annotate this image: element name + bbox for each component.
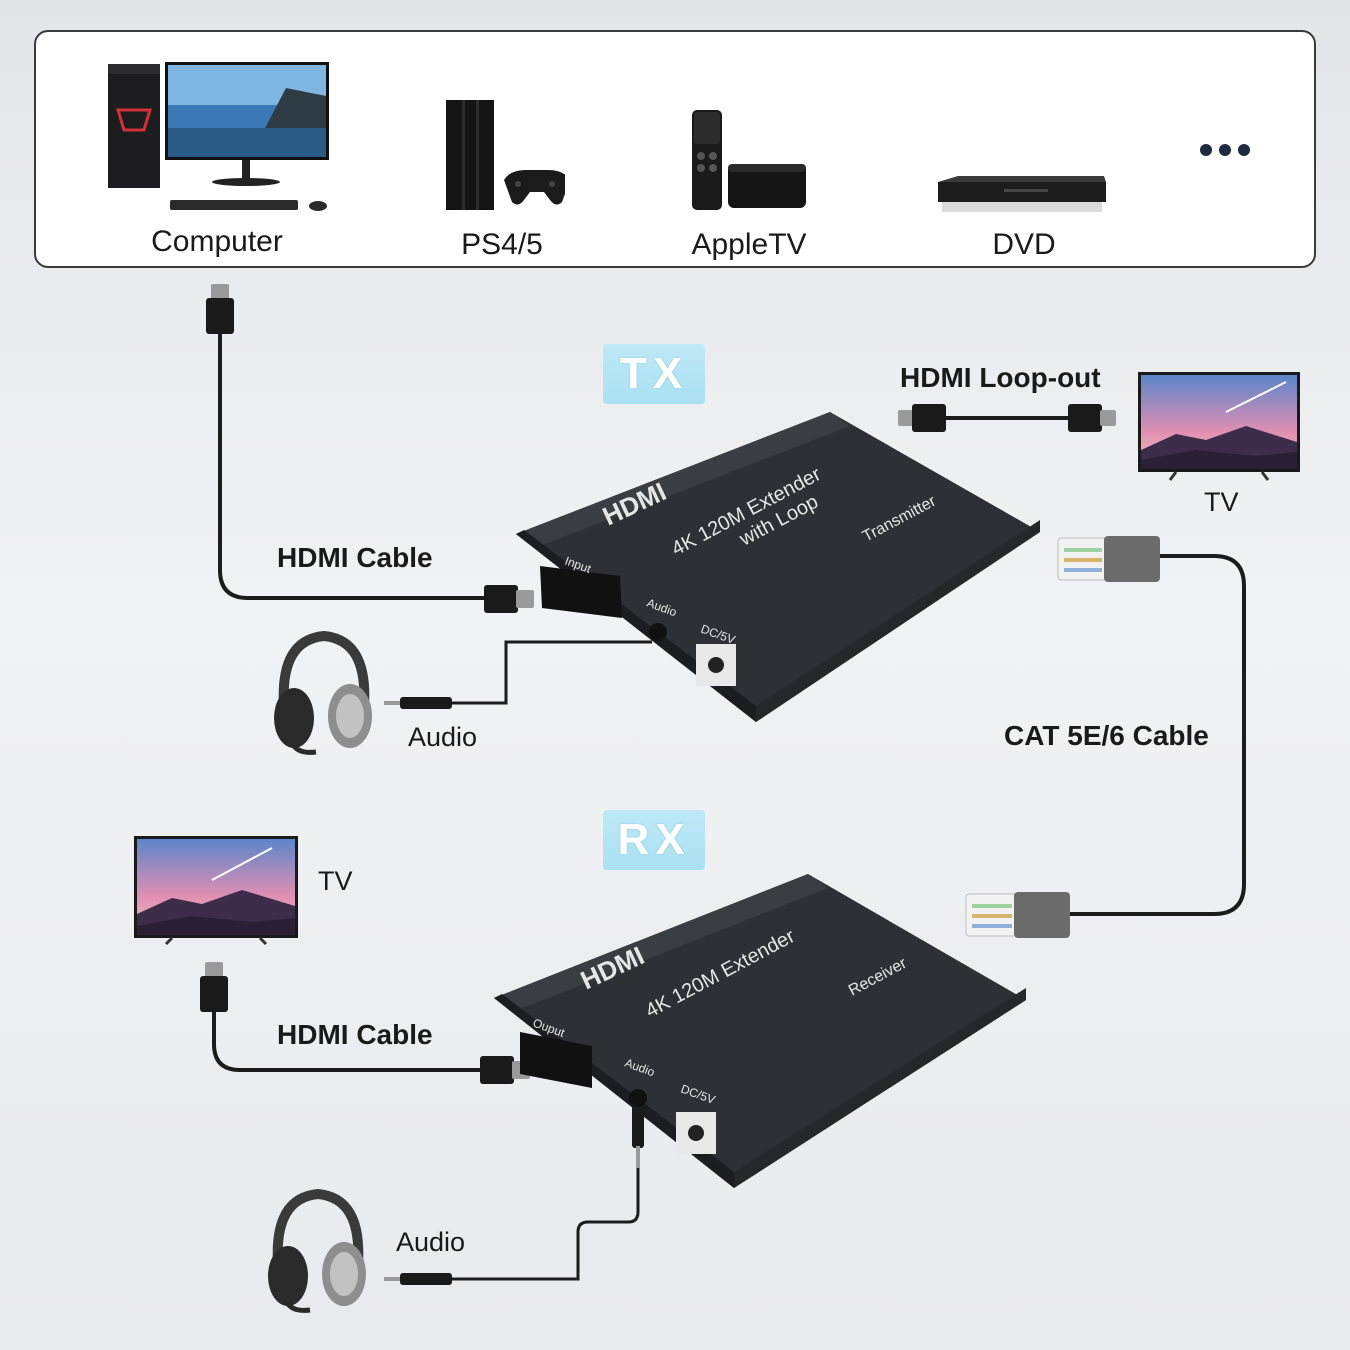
tx-badge: TX: [603, 344, 705, 404]
ps-label: PS4/5: [461, 228, 543, 261]
hdmi-loopout-plug-left-icon: [898, 404, 946, 432]
cat-cable: [1068, 554, 1246, 916]
tx-hdmi-input-port: [540, 566, 622, 618]
tx-hdmi-cable-label: HDMI Cable: [277, 542, 433, 573]
appletv-label: AppleTV: [691, 228, 807, 261]
audio-cable-tx: [450, 640, 652, 705]
rx-audio-label: Audio: [396, 1227, 466, 1257]
appletv-icon: [692, 110, 806, 210]
more-sources-icon: [1200, 144, 1250, 156]
tv-loopout-icon: [1138, 372, 1300, 481]
hdmi-cable-rx-to-tv: [212, 1010, 486, 1072]
hdmi-cable-source-to-tx: [218, 330, 490, 600]
hdmi-plug-tv-icon: [200, 962, 228, 1012]
headset-tx-icon: [274, 630, 372, 755]
tx-audio-label: Audio: [408, 722, 478, 752]
tv-rx-icon: [134, 836, 298, 946]
tx-audio-port: [649, 623, 667, 641]
hdmi-loopout-label: HDMI Loop-out: [900, 362, 1101, 393]
cat-cable-label: CAT 5E/6 Cable: [1004, 720, 1209, 751]
computer-label: Computer: [151, 225, 283, 258]
rj45-plug-tx-icon: [1057, 536, 1160, 582]
computer-icon: [108, 62, 329, 211]
hdmi-loopout-plug-right-icon: [1068, 404, 1116, 432]
audio-jack-tx-headset-icon: [384, 697, 452, 709]
rx-hdmi-output-port: [520, 1032, 592, 1088]
dvd-label: DVD: [992, 228, 1056, 261]
hdmi-plug-top-icon: [206, 284, 234, 334]
audio-cable-rx: [450, 1150, 640, 1281]
rx-badge: RX: [603, 810, 705, 870]
rj45-plug-rx-icon: [965, 892, 1070, 938]
transmitter-device: HDMI 4K 120M Extender with Loop Transmit…: [516, 412, 1040, 722]
audio-jack-rx-headset-icon: [384, 1273, 452, 1285]
rx-audio-port: [629, 1089, 647, 1107]
tv-rx-label: TV: [318, 866, 353, 896]
headset-rx-icon: [268, 1188, 366, 1313]
rx-hdmi-cable-label: HDMI Cable: [277, 1019, 433, 1050]
receiver-device: HDMI 4K 120M Extender Receiver Ouput Aud…: [494, 874, 1026, 1188]
dvd-player-icon: [938, 176, 1106, 212]
tv-loopout-label: TV: [1204, 487, 1239, 517]
ps-console-icon: [446, 100, 565, 210]
hdmi-plug-tx-input-icon: [484, 585, 534, 613]
